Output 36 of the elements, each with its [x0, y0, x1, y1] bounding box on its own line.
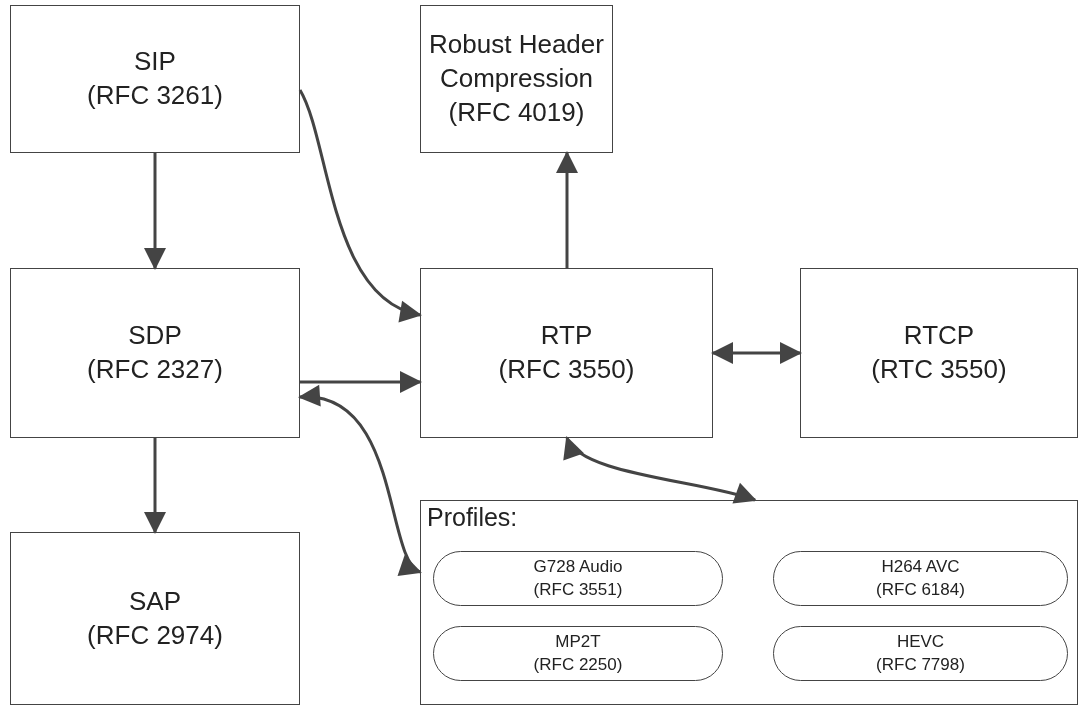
process-box: [10, 5, 300, 153]
node-title: Robust Header Compression: [428, 28, 605, 96]
process-box: [10, 268, 300, 438]
node-subtitle: (RFC 6184): [876, 578, 965, 601]
arrow: [556, 151, 578, 268]
node-title: SAP: [129, 584, 181, 618]
node-subtitle: (RFC 2250): [533, 653, 623, 676]
node-subtitle: (RFC 3551): [533, 578, 623, 601]
node-title: MP2T: [555, 630, 601, 653]
arrow: [298, 89, 422, 320]
process-box: [420, 5, 613, 153]
arrow: [300, 371, 422, 393]
node-subtitle: (RFC 3261): [87, 79, 223, 112]
node-subtitle: (RTC 3550): [871, 353, 1007, 386]
node-title: SIP: [134, 45, 176, 79]
node-title: H264 AVC: [881, 555, 960, 578]
node-title: RTCP: [903, 319, 975, 353]
node-subtitle: (RFC 2974): [87, 618, 223, 652]
node-subtitle: (RFC 3550): [498, 353, 635, 386]
arrow: [144, 153, 166, 270]
double-arrow: [711, 342, 802, 364]
double-arrow: [298, 387, 422, 574]
process-box: [420, 268, 713, 438]
group-title: Profiles:: [427, 503, 518, 532]
node-subtitle: (RFC 7798): [876, 653, 965, 676]
node-title: G728 Audio: [533, 555, 623, 578]
group-box: [420, 500, 1078, 705]
node-title: RTP: [540, 319, 593, 353]
node-subtitle: (RFC 2327): [87, 353, 223, 386]
node-subtitle: (RFC 4019): [448, 95, 585, 129]
double-arrow: [565, 436, 757, 505]
process-box: [800, 268, 1078, 438]
process-box: [10, 532, 300, 705]
arrow: [144, 438, 166, 534]
node-title: HEVC: [896, 630, 945, 653]
node-title: SDP: [128, 319, 182, 353]
